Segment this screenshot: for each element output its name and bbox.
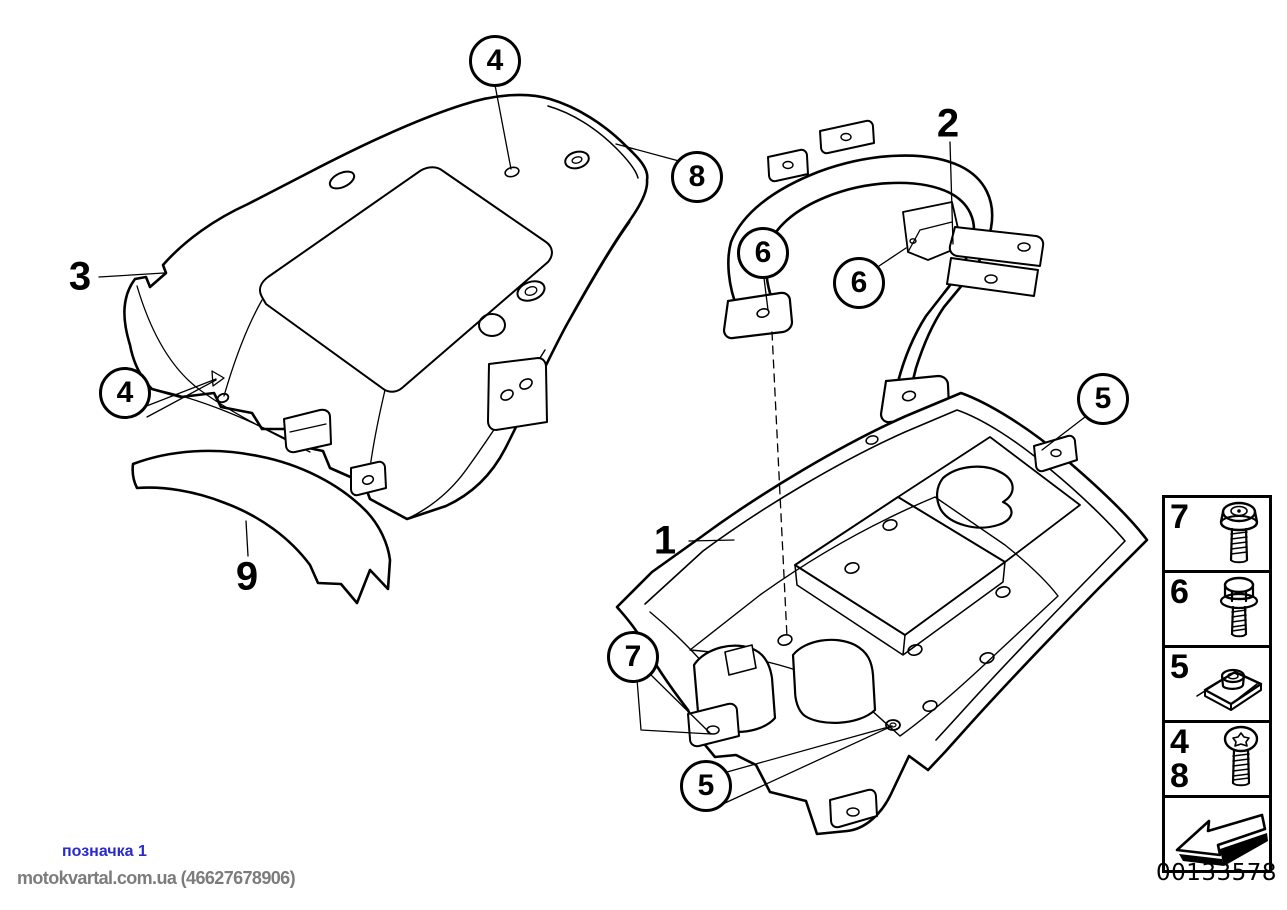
callout-6-right: 6	[833, 257, 885, 309]
callout-4-top: 4	[469, 35, 521, 87]
watermark-link[interactable]: позначка 1	[62, 843, 147, 860]
callout-5-bottom: 5	[680, 760, 732, 812]
callout-4-left: 4	[99, 367, 151, 419]
callout-5-top: 5	[1077, 373, 1129, 425]
legend-row-arrow	[1165, 798, 1269, 870]
legend-row-5: 5	[1165, 648, 1269, 723]
legend-label-4: 4	[1170, 723, 1189, 761]
part-3-rear-cover-drawing	[123, 93, 649, 521]
watermark-text: motokvartal.com.ua (46627678906)	[17, 868, 296, 888]
image-part-number: 00133578	[1156, 860, 1278, 886]
leader-lines	[98, 84, 1086, 810]
callout-8: 8	[671, 151, 723, 203]
direction-arrow-icon	[1175, 813, 1268, 866]
legend-label-8: 8	[1170, 757, 1189, 795]
part-2-carrier-bracket-drawing	[722, 119, 1045, 424]
label-2: 2	[936, 101, 960, 146]
torx-oval-screw-icon	[1223, 725, 1259, 787]
label-3: 3	[68, 254, 92, 299]
part-1-case-carrier-tray-drawing	[615, 391, 1149, 836]
legend-label-5: 5	[1170, 648, 1189, 686]
legend-label-7: 7	[1170, 498, 1189, 536]
hex-flange-bolt-icon	[1219, 576, 1259, 638]
label-1: 1	[653, 518, 677, 563]
clip-nut-icon	[1196, 668, 1263, 711]
legend-label-6: 6	[1170, 573, 1189, 611]
callout-6-left: 6	[737, 227, 789, 279]
legend-row-4-8: 4 8	[1165, 723, 1269, 798]
legend-row-6: 6	[1165, 573, 1269, 648]
flange-head-screw-icon	[1219, 501, 1259, 564]
label-9: 9	[235, 554, 259, 599]
legend-row-7: 7	[1165, 498, 1269, 573]
part-9-trim-strip-drawing	[131, 449, 392, 605]
callout-7: 7	[607, 631, 659, 683]
fastener-legend-box: 7 6 5	[1162, 495, 1272, 873]
